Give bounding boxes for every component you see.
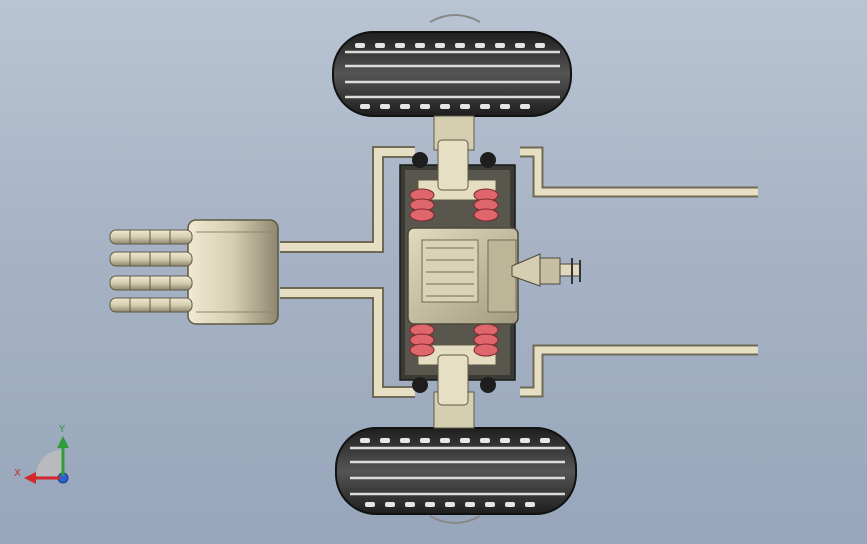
exhaust-pipes[interactable] bbox=[280, 146, 415, 398]
red-coil-springs[interactable] bbox=[409, 139, 499, 406]
x-axis-label: X bbox=[14, 468, 21, 479]
y-axis-label: Y bbox=[59, 424, 66, 435]
front-tire[interactable] bbox=[332, 14, 572, 117]
muffler[interactable] bbox=[187, 219, 279, 325]
side-rods[interactable] bbox=[520, 146, 758, 398]
engine-block[interactable] bbox=[407, 227, 519, 325]
rear-tire[interactable] bbox=[335, 427, 577, 524]
drive-shaft[interactable] bbox=[511, 253, 581, 287]
tailpipes[interactable] bbox=[109, 229, 193, 313]
